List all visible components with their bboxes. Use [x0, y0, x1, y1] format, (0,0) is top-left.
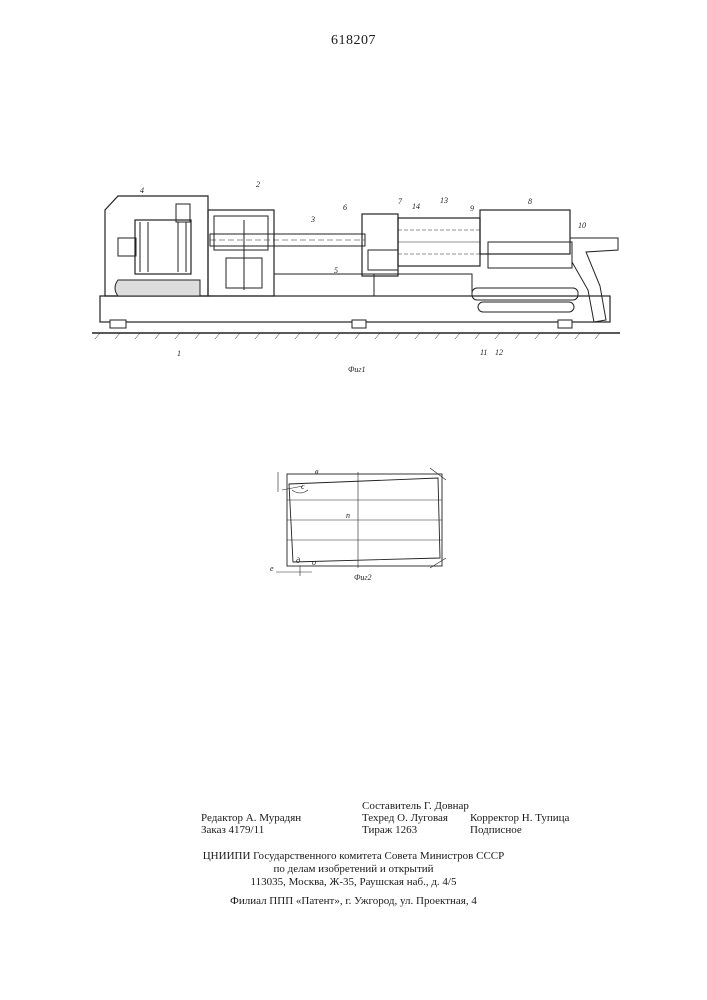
- fig2-label: о: [312, 558, 316, 567]
- imprint-institute-line1: ЦНИИПИ Государственного комитета Совета …: [0, 850, 707, 862]
- cylinder-12: [478, 302, 574, 312]
- fig1-label: 1: [177, 349, 181, 358]
- fig2-label: д: [296, 556, 300, 565]
- fig1-label: 7: [398, 197, 403, 206]
- fig1-label: 11: [480, 348, 487, 357]
- imprint-subscription: Подписное: [470, 824, 522, 836]
- imprint-branch: Филиал ППП «Патент», г. Ужгород, ул. Про…: [0, 895, 707, 907]
- fig2-caption: Фиг2: [354, 573, 372, 582]
- arm-10: [570, 238, 618, 322]
- base-foot-right: [558, 320, 572, 328]
- fig1-label: 12: [495, 348, 503, 357]
- ground-hatching: [95, 333, 600, 339]
- gearbox-2: [208, 210, 274, 296]
- head-8: [480, 210, 570, 254]
- fig1-label: 14: [412, 202, 420, 211]
- figure-1-drawing: 4 2 3 6 7 14 13 9 8 10 5 1 11 12 Фиг1: [0, 0, 707, 380]
- imprint-address: 113035, Москва, Ж-35, Раушская наб., д. …: [0, 876, 707, 888]
- motor-shaft-end: [118, 238, 136, 256]
- fig2-label: п: [346, 511, 350, 520]
- base-foot-left: [110, 320, 126, 328]
- middle-bed: [274, 274, 374, 296]
- fig2-label: в: [315, 467, 319, 476]
- imprint-techred: Техред О. Луговая: [362, 812, 448, 824]
- fig1-label: 9: [470, 204, 474, 213]
- imprint-compiler: Составитель Г. Довнар: [362, 800, 469, 812]
- imprint-corrector: Корректор Н. Тупица: [470, 812, 569, 824]
- imprint-institute-line2: по делам изобретений и открытий: [0, 863, 707, 875]
- fig1-label: 8: [528, 197, 532, 206]
- foundation-block: [115, 280, 200, 296]
- imprint-editor: Редактор А. Мурадян: [201, 812, 301, 824]
- cylinder-11: [472, 288, 578, 300]
- fig1-label: 4: [140, 186, 144, 195]
- fig1-label: 2: [256, 180, 260, 189]
- chuck-housing: [362, 214, 398, 276]
- fig2-label: с: [301, 482, 305, 491]
- fig1-label: 13: [440, 196, 448, 205]
- base-foot-mid: [352, 320, 366, 328]
- imprint-circulation: Тираж 1263: [362, 824, 417, 836]
- fig2-label: е: [270, 564, 274, 573]
- fig1-label: 5: [334, 266, 338, 275]
- motor-body: [135, 220, 191, 274]
- fig1-label: 3: [310, 215, 315, 224]
- fig1-caption: Фиг1: [348, 365, 366, 374]
- fig1-label: 6: [343, 203, 347, 212]
- imprint-order: Заказ 4179/11: [201, 824, 264, 836]
- figure-2-drawing: в с п е д о Фиг2: [0, 450, 707, 590]
- fig1-label: 10: [578, 221, 586, 230]
